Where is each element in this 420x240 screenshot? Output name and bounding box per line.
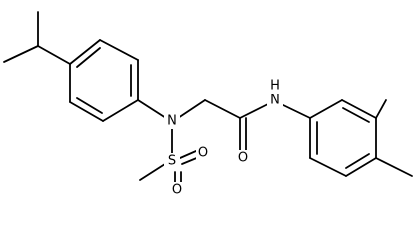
bond — [204, 99, 241, 119]
bond — [102, 99, 139, 122]
dimethylphenyl-ring — [309, 99, 413, 177]
bond — [345, 157, 377, 177]
oxygen-label: O — [172, 183, 182, 198]
bond — [341, 99, 377, 119]
methyl-bond — [375, 99, 387, 119]
double-bond-inner — [76, 97, 103, 114]
bond — [69, 101, 104, 122]
atom-labels: N S O O O N H — [164, 78, 283, 198]
double-bond-inner — [345, 153, 370, 169]
bond — [309, 157, 347, 177]
bond — [177, 99, 206, 119]
amide-hydrogen-label: H — [270, 79, 280, 94]
isopropylphenyl-ring — [69, 39, 139, 122]
methyl-bond — [375, 157, 413, 177]
bond — [37, 45, 71, 65]
bond — [99, 39, 139, 61]
nitrogen-label: N — [167, 114, 177, 129]
sulfur-label: S — [168, 154, 176, 169]
carbonyl-oxygen-label: O — [238, 151, 248, 166]
bond — [69, 39, 101, 65]
sulfonamide-linkage — [137, 99, 206, 183]
bond — [239, 103, 269, 119]
double-bond-inner — [342, 107, 370, 123]
amide-linkage — [204, 99, 311, 151]
bond — [309, 99, 343, 119]
oxygen-label: O — [198, 146, 208, 161]
amide-nitrogen-label: N — [270, 93, 280, 108]
chemical-structure: N S O O O N H — [3, 11, 413, 198]
bond — [139, 163, 166, 181]
double-bond-inner — [76, 47, 101, 68]
bond — [280, 103, 311, 119]
bond — [3, 45, 39, 63]
bond — [137, 99, 167, 119]
bond — [179, 150, 197, 159]
isopropyl-group — [3, 11, 71, 65]
